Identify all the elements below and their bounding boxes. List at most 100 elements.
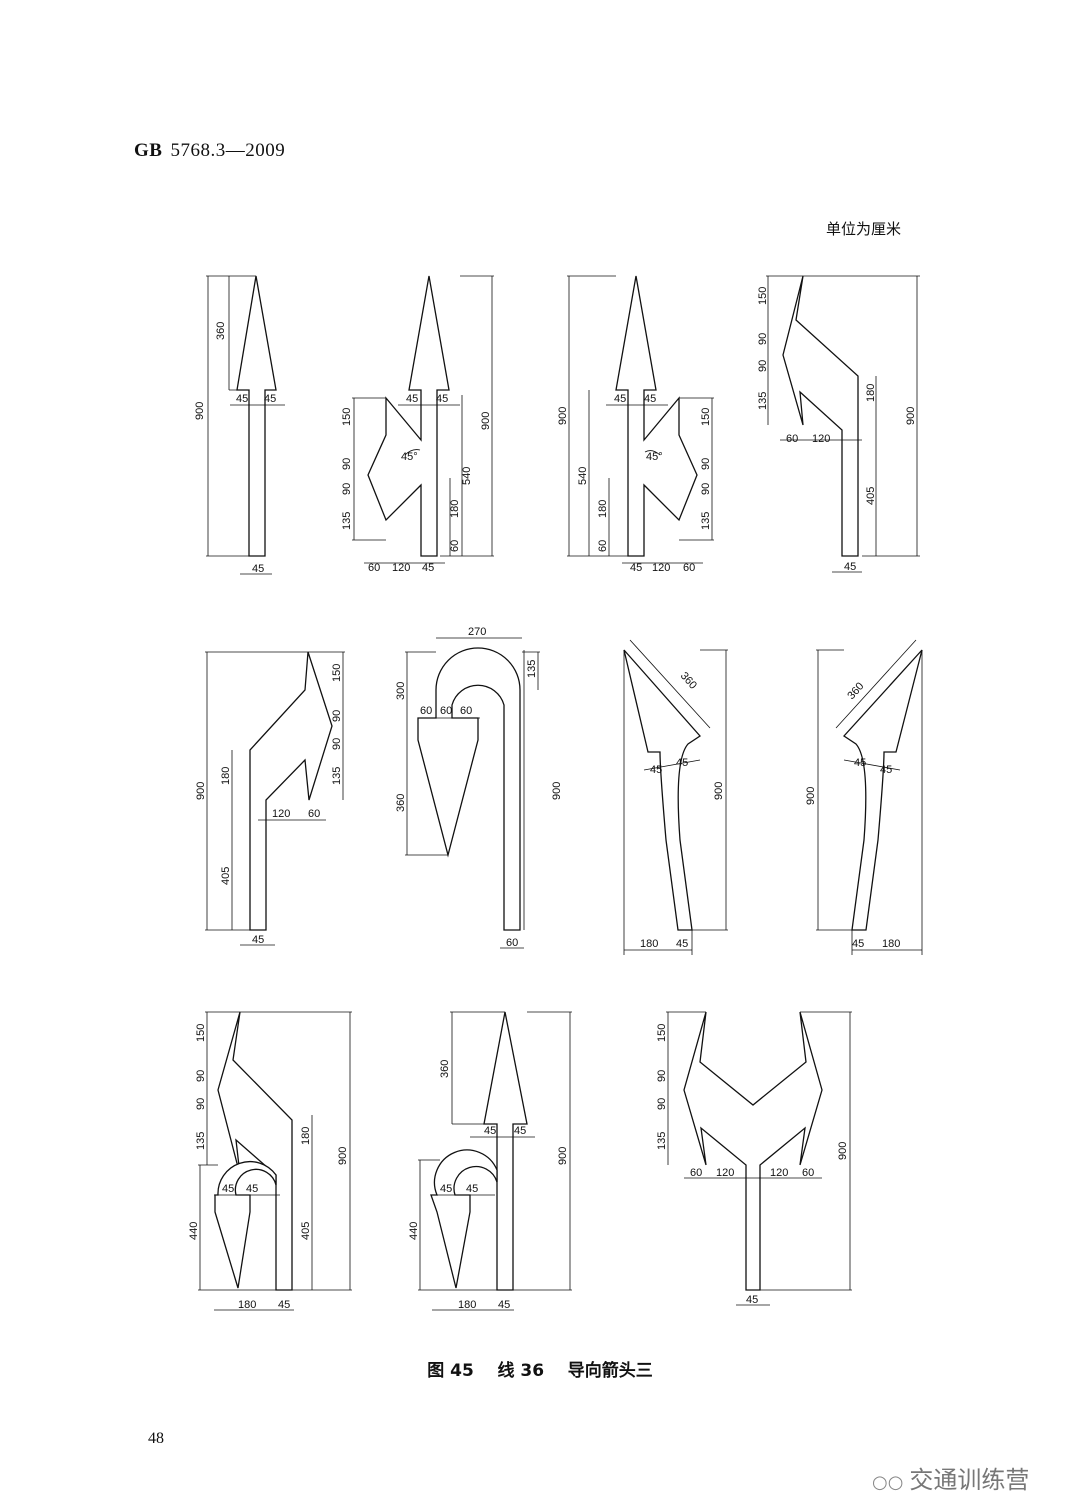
arrow-slight-right: 360 45 45 900 45 180	[805, 639, 923, 955]
dim-270: 270	[468, 626, 486, 638]
dim-360: 360	[439, 1060, 451, 1078]
figure-number: 图 45	[427, 1361, 474, 1381]
dim-45: 45	[252, 563, 264, 575]
dim-90: 90	[341, 458, 353, 470]
dim-45: 45	[222, 1183, 234, 1195]
dim-45: 45	[676, 938, 688, 950]
dim-90: 90	[757, 333, 769, 345]
dim-135: 135	[700, 512, 712, 530]
dim-60: 60	[683, 562, 695, 574]
dim-45: 45	[484, 1125, 496, 1137]
dim-deg45: 45°	[646, 451, 663, 463]
dim-60: 60	[368, 562, 380, 574]
dim-180: 180	[458, 1299, 476, 1311]
dim-45: 45	[466, 1183, 478, 1195]
arrow-straight-and-u-turn: 360 45 45 900 440 45 45 180 45	[408, 1011, 572, 1311]
dim-135: 135	[656, 1132, 668, 1150]
dim-360: 360	[395, 794, 407, 812]
dim-90: 90	[656, 1070, 668, 1082]
dim-90: 90	[700, 483, 712, 495]
dim-45: 45	[264, 393, 276, 405]
arrow-left-right-fork: 150 90 90 135 60 120 120 60 900 45	[656, 1011, 852, 1306]
dim-45: 45	[630, 562, 642, 574]
dim-45: 45	[236, 393, 248, 405]
figure-line: 线 36	[497, 1361, 545, 1381]
dim-180: 180	[449, 500, 461, 518]
dim-150: 150	[195, 1024, 207, 1042]
dim-60: 60	[308, 808, 320, 820]
dim-120: 120	[812, 433, 830, 445]
standard-prefix: GB	[134, 140, 163, 161]
dim-45: 45	[406, 393, 418, 405]
figure-caption: 图 45 线 36 导向箭头三	[0, 1356, 1080, 1381]
dim-90: 90	[700, 458, 712, 470]
dim-900: 900	[557, 407, 569, 425]
dim-45: 45	[844, 561, 856, 573]
dim-900: 900	[480, 412, 492, 430]
dim-deg45: 45°	[401, 451, 418, 463]
dim-45: 45	[644, 393, 656, 405]
dim-150: 150	[331, 664, 343, 682]
dim-300: 300	[395, 682, 407, 700]
dim-180: 180	[865, 384, 877, 402]
dim-60: 60	[420, 705, 432, 717]
dim-60: 60	[802, 1167, 814, 1179]
dim-45: 45	[854, 757, 866, 769]
arrow-straight-right: 900 540 180 60 45 45 45° 150 90 90 135 4…	[557, 275, 714, 574]
dim-180: 180	[882, 938, 900, 950]
dim-90: 90	[331, 738, 343, 750]
dim-440: 440	[188, 1222, 200, 1240]
dim-45: 45	[746, 1294, 758, 1306]
dim-45: 45	[614, 393, 626, 405]
dim-135: 135	[757, 392, 769, 410]
dim-360: 360	[845, 680, 866, 702]
dim-135: 135	[331, 767, 343, 785]
dim-180: 180	[597, 500, 609, 518]
dim-45: 45	[422, 562, 434, 574]
dim-120: 120	[770, 1167, 788, 1179]
dim-45: 45	[246, 1183, 258, 1195]
dim-360: 360	[678, 670, 699, 692]
arrow-slight-left: 360 45 45 900 180 45	[623, 639, 728, 955]
dim-440: 440	[408, 1222, 420, 1240]
dim-150: 150	[656, 1024, 668, 1042]
dim-45: 45	[514, 1125, 526, 1137]
dim-540: 540	[461, 467, 473, 485]
dim-900: 900	[194, 402, 206, 420]
dim-120: 120	[272, 808, 290, 820]
dim-90: 90	[195, 1070, 207, 1082]
arrow-straight-left: 150 90 90 135 45° 45 45 900 540 180 60 6…	[341, 275, 494, 574]
dim-150: 150	[700, 408, 712, 426]
dim-45: 45	[676, 757, 688, 769]
arrow-right-turn: 900 180 405 150 90 90 135 120 60 45	[195, 651, 345, 946]
page-number: 48	[148, 1430, 164, 1447]
arrow-straight: 900 360 45 45 45	[194, 275, 285, 575]
dim-900: 900	[337, 1147, 349, 1165]
dim-45: 45	[440, 1183, 452, 1195]
dim-90: 90	[195, 1098, 207, 1110]
dim-45: 45	[852, 938, 864, 950]
wechat-icon: ○○	[872, 1472, 904, 1493]
dim-900: 900	[195, 782, 207, 800]
arrow-u-turn: 270 135 300 360 60 60 60 900 60	[395, 626, 563, 949]
dim-540: 540	[577, 467, 589, 485]
dim-120: 120	[716, 1167, 734, 1179]
dim-60: 60	[597, 540, 609, 552]
dim-405: 405	[865, 487, 877, 505]
watermark-text: 交通训练营	[909, 1466, 1030, 1494]
dim-60: 60	[786, 433, 798, 445]
dim-60: 60	[449, 540, 461, 552]
dim-900: 900	[551, 782, 563, 800]
dim-135: 135	[341, 512, 353, 530]
dim-120: 120	[392, 562, 410, 574]
dim-45: 45	[436, 393, 448, 405]
dim-900: 900	[805, 787, 817, 805]
dim-900: 900	[713, 782, 725, 800]
dim-900: 900	[557, 1147, 569, 1165]
dim-60: 60	[690, 1167, 702, 1179]
dim-90: 90	[757, 360, 769, 372]
dim-45: 45	[278, 1299, 290, 1311]
dim-45: 45	[880, 764, 892, 776]
